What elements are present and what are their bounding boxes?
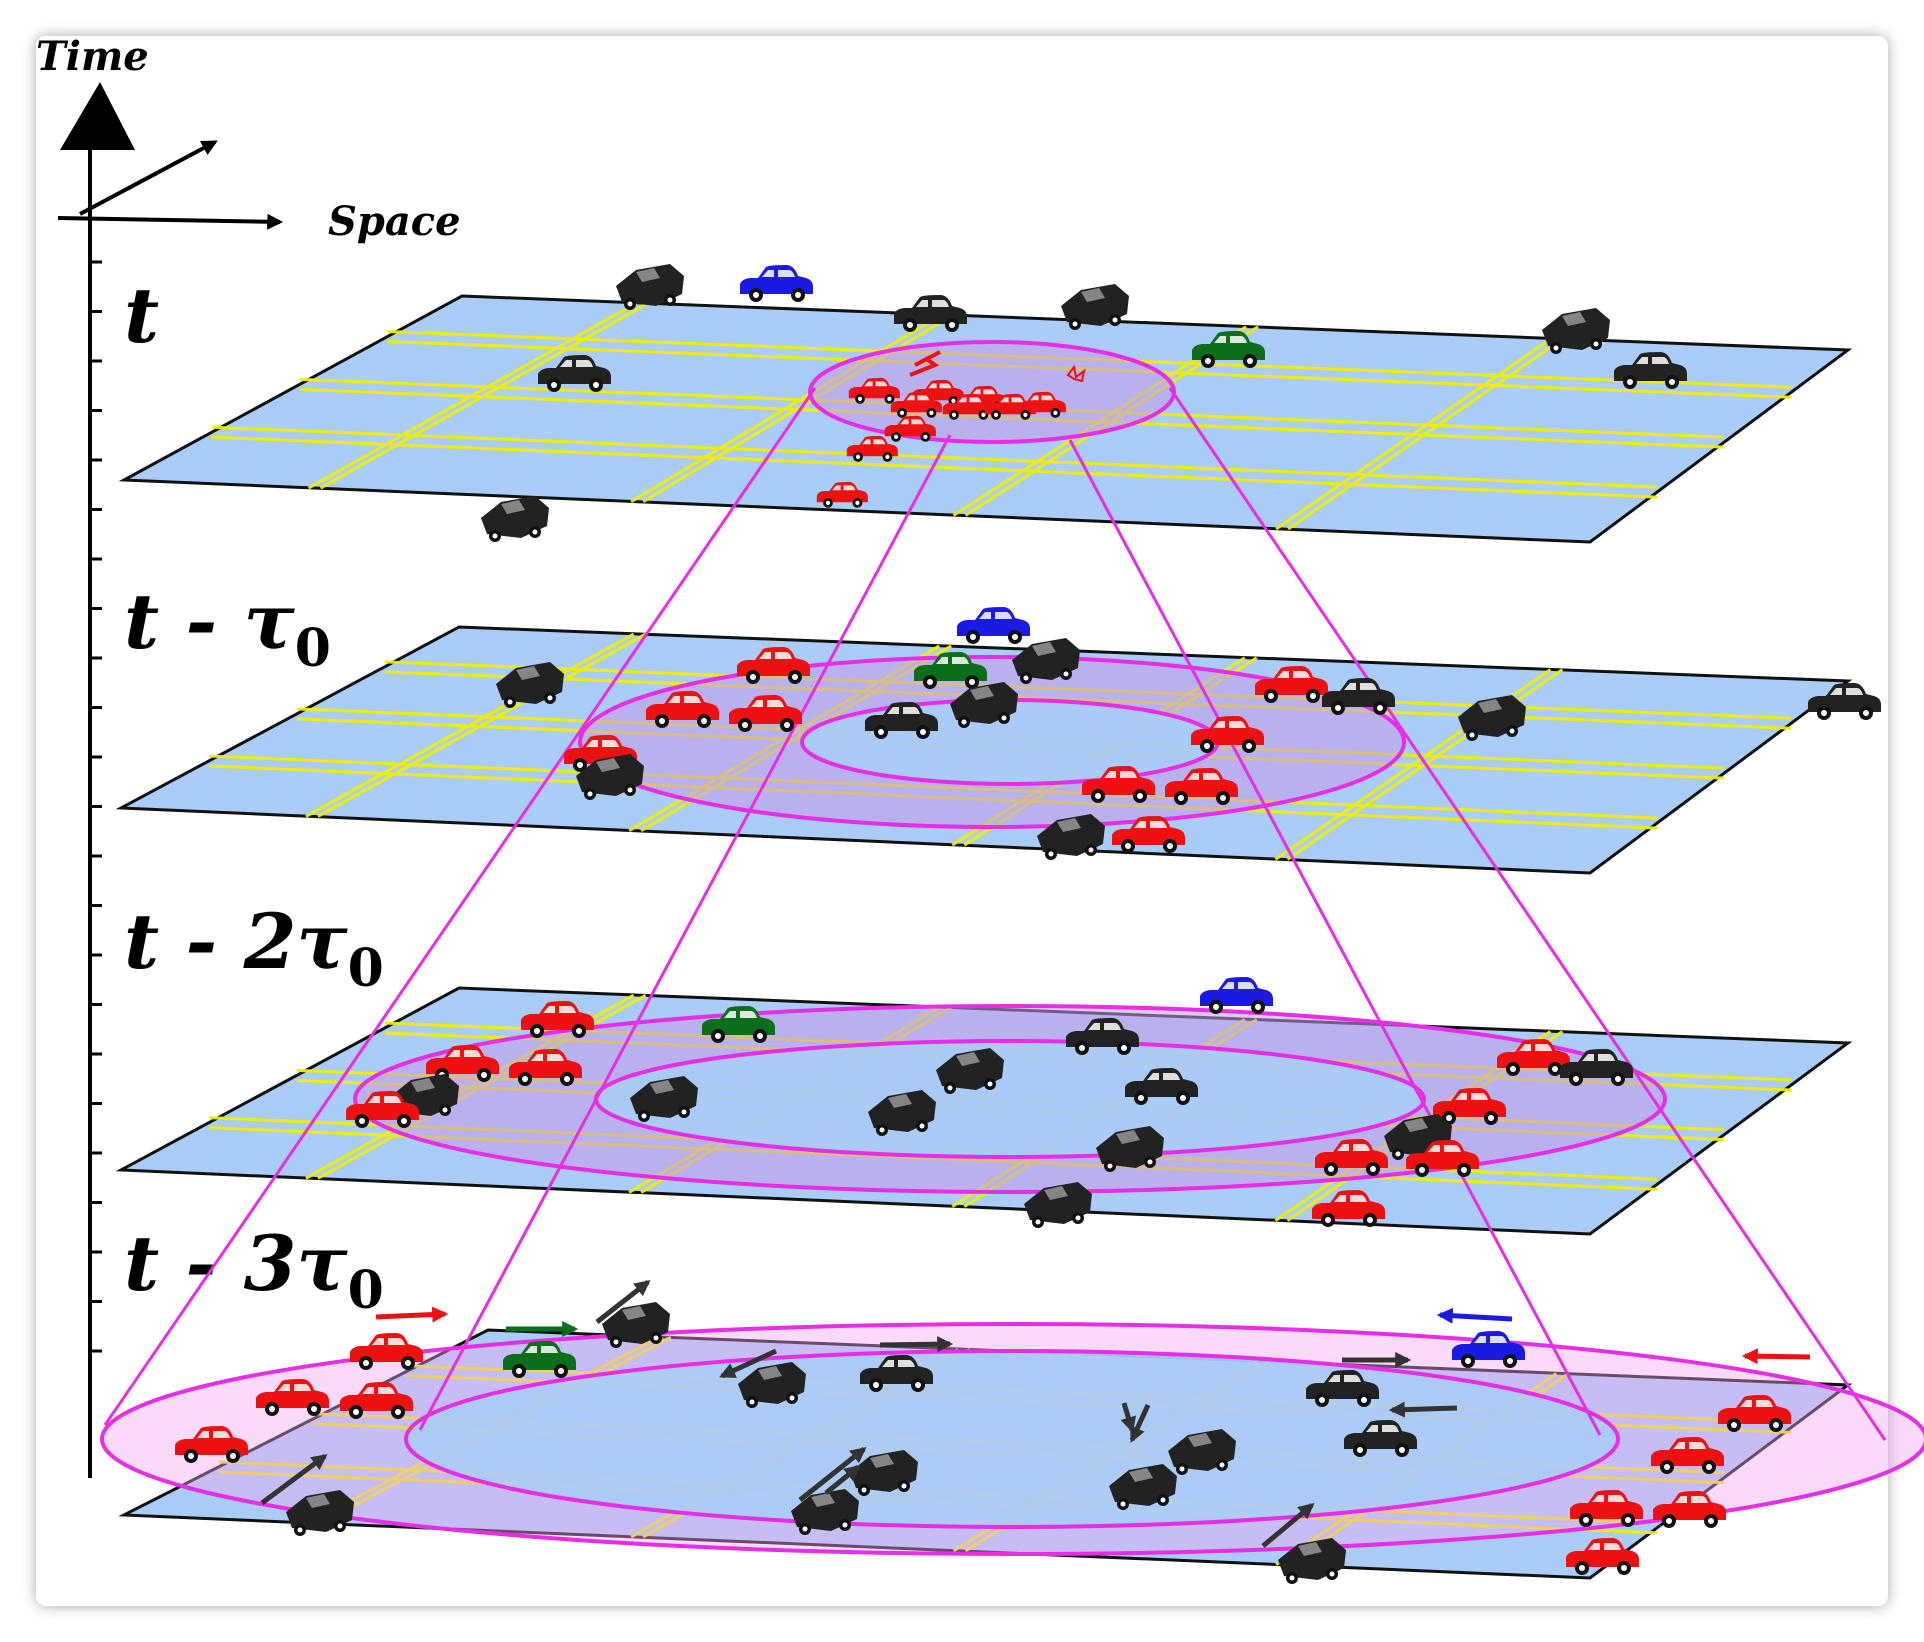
axes: Time Space bbox=[36, 33, 461, 1478]
car-icon bbox=[616, 264, 684, 310]
road-lane bbox=[305, 632, 635, 818]
cone-inner-line-right bbox=[1068, 439, 1602, 1436]
time-ticks bbox=[90, 260, 102, 1353]
road-lane bbox=[319, 301, 649, 490]
collision-spark-icon bbox=[1066, 364, 1086, 383]
direction-arrow-icon bbox=[719, 1348, 778, 1379]
direction-arrow-icon bbox=[798, 1447, 867, 1502]
direction-arrow-icon bbox=[260, 1453, 328, 1506]
space-x-axis bbox=[57, 213, 284, 230]
cone-inner-line-left bbox=[418, 434, 952, 1431]
time-axis-label: Time bbox=[36, 33, 149, 80]
road-lane bbox=[317, 632, 647, 818]
road-lane bbox=[1275, 337, 1552, 531]
direction-arrow-icon bbox=[1388, 1401, 1458, 1418]
crashed-car-icon bbox=[909, 350, 941, 377]
road-lane bbox=[1287, 337, 1564, 531]
road-lane bbox=[642, 313, 954, 503]
car-icon bbox=[957, 607, 1030, 644]
cone-line-left bbox=[103, 387, 817, 1426]
layer-label-t-tau: t - τ0 bbox=[124, 577, 331, 679]
time-plane-3 bbox=[100, 1322, 1924, 1580]
car-icon bbox=[1012, 638, 1080, 684]
propagation-cone bbox=[103, 387, 1887, 1441]
direction-arrow-icon bbox=[1261, 1502, 1315, 1548]
space-axis-label: Space bbox=[328, 198, 461, 245]
road-lane bbox=[211, 425, 1658, 489]
layer-label-t-3tau: t - 3τ0 bbox=[124, 1219, 384, 1321]
road-lane bbox=[630, 313, 942, 503]
influence-zone-inner bbox=[594, 1039, 1426, 1159]
direction-arrow-icon bbox=[1436, 1307, 1513, 1324]
space-y-axis bbox=[79, 140, 218, 216]
car-icon bbox=[740, 265, 813, 302]
road-lane bbox=[307, 301, 637, 490]
car-icon bbox=[1542, 308, 1610, 354]
car-icon bbox=[1061, 284, 1129, 330]
car-icon bbox=[1200, 977, 1273, 1014]
direction-arrow-icon bbox=[595, 1280, 651, 1324]
time-arrowhead-icon bbox=[60, 82, 135, 150]
direction-arrow-icon bbox=[1129, 1403, 1151, 1443]
time-plane-1 bbox=[115, 625, 1853, 875]
direction-arrow-icon bbox=[375, 1306, 449, 1323]
layer-label-t-2tau: t - 2τ0 bbox=[124, 897, 384, 999]
direction-arrow-icon bbox=[1741, 1348, 1811, 1365]
influence-zone-inner bbox=[404, 1349, 1620, 1529]
direction-arrow-icon bbox=[1120, 1402, 1137, 1434]
car-icon bbox=[481, 496, 549, 542]
direction-arrow-icon bbox=[879, 1336, 954, 1353]
cone-line-right bbox=[1168, 387, 1887, 1441]
motion-arrows bbox=[260, 1280, 1811, 1548]
direction-arrow-icon bbox=[824, 1464, 861, 1495]
vehicles bbox=[175, 264, 1881, 1584]
layer-label-t: t bbox=[124, 271, 159, 360]
